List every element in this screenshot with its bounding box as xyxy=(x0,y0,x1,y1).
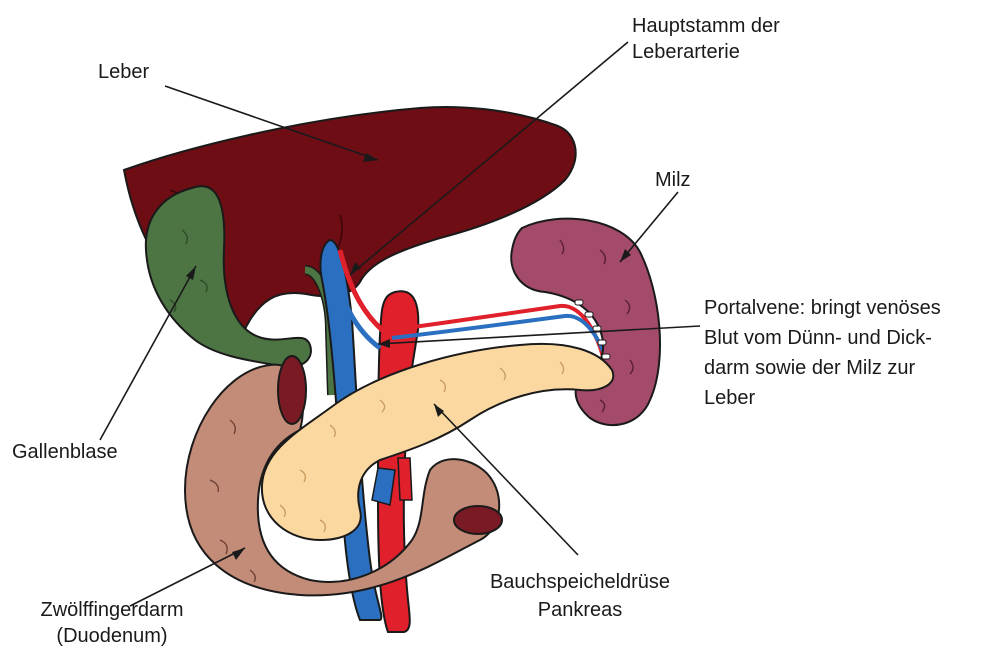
label-portalvene-line2: Blut vom Dünn- und Dick- xyxy=(704,326,932,351)
label-gallenblase: Gallenblase xyxy=(12,440,118,465)
label-zwoelffingerdarm-line2: (Duodenum) xyxy=(12,624,212,649)
label-portalvene-line4: Leber xyxy=(704,386,755,411)
label-portalvene-line1: Portalvene: bringt venöses xyxy=(704,296,941,321)
label-hauptstamm-line2: Leberarterie xyxy=(632,40,740,65)
label-bauchspeicheldruese-line2: Pankreas xyxy=(470,598,690,623)
label-milz: Milz xyxy=(655,168,691,193)
label-bauchspeicheldruese-line1: Bauchspeicheldrüse xyxy=(470,570,690,595)
label-zwoelffingerdarm-line1: Zwölffingerdarm xyxy=(12,598,212,623)
label-hauptstamm-line1: Hauptstamm der xyxy=(632,14,780,39)
label-leber: Leber xyxy=(98,60,149,85)
label-portalvene-line3: darm sowie der Milz zur xyxy=(704,356,915,381)
